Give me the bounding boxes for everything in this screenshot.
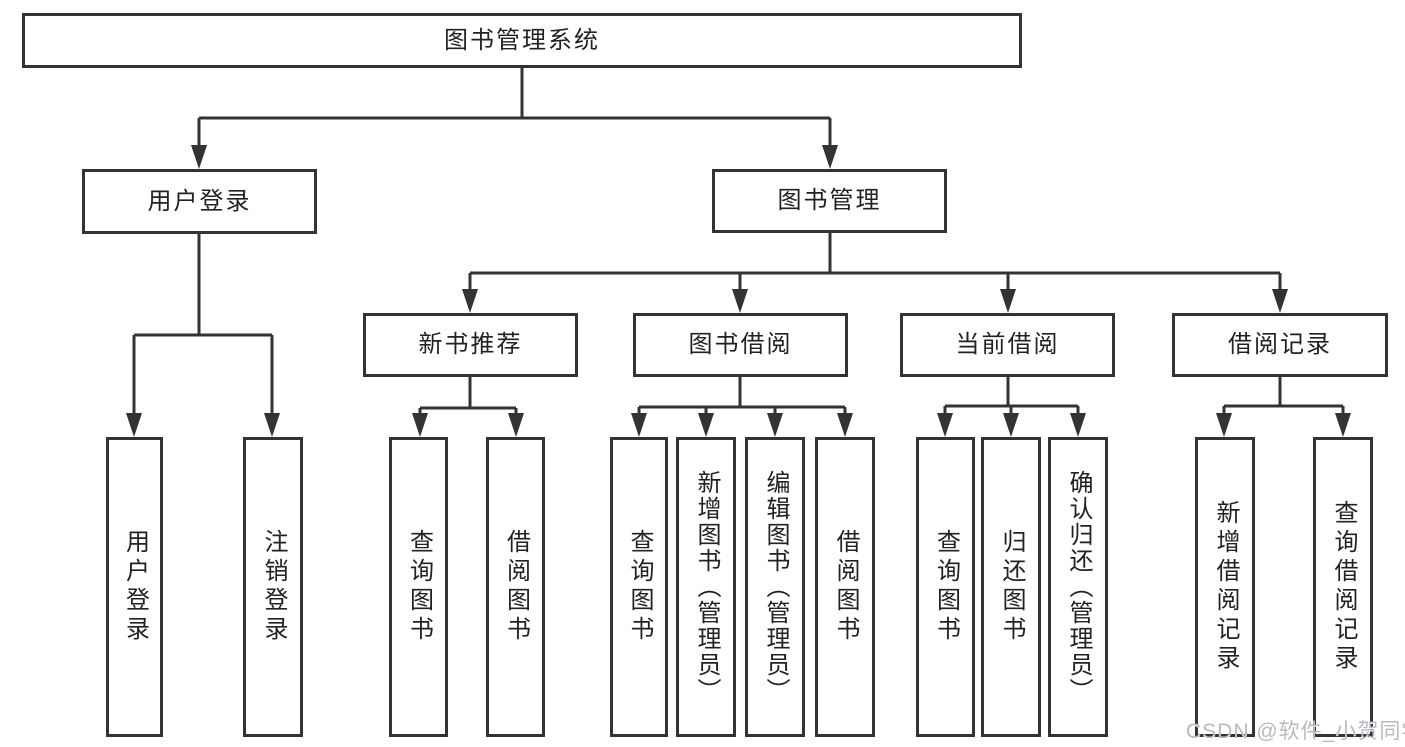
node-book-management-label: 图书管理 xyxy=(777,187,882,214)
node-library-system-label: 图书管理系统 xyxy=(444,26,600,54)
leaf-edit-books-admin: 编辑图书（管理员） xyxy=(745,437,805,737)
node-borrowing-records: 借阅记录 xyxy=(1172,313,1388,377)
leaf-edit-books-admin-label: 编辑图书（管理员） xyxy=(762,470,789,704)
node-book-borrowing: 图书借阅 xyxy=(633,313,848,377)
node-new-book-recommendation: 新书推荐 xyxy=(363,313,578,377)
leaf-logout-label: 注销登录 xyxy=(260,529,287,645)
node-library-system: 图书管理系统 xyxy=(22,13,1022,68)
node-book-management: 图书管理 xyxy=(712,169,947,233)
node-new-book-recommendation-label: 新书推荐 xyxy=(418,331,523,358)
leaf-return-books: 归还图书 xyxy=(981,437,1041,737)
leaf-query-books-borrow-label: 查询图书 xyxy=(626,529,653,645)
tree-edges xyxy=(132,68,1345,418)
leaf-add-books-admin: 新增图书（管理员） xyxy=(676,437,736,737)
node-current-borrowing: 当前借阅 xyxy=(900,313,1115,377)
csdn-watermark: CSDN @软件_小贺同学 xyxy=(1186,720,1405,743)
leaf-borrow-books: 借阅图书 xyxy=(815,437,875,737)
leaf-borrow-books-recommend-label: 借阅图书 xyxy=(502,529,530,645)
node-borrowing-records-label: 借阅记录 xyxy=(1228,331,1332,358)
arrowheads xyxy=(126,145,1351,437)
leaf-query-books-recommend: 查询图书 xyxy=(389,437,448,737)
node-book-borrowing-label: 图书借阅 xyxy=(688,331,793,358)
node-current-borrowing-label: 当前借阅 xyxy=(955,331,1060,358)
leaf-borrow-books-label: 借阅图书 xyxy=(832,529,859,645)
leaf-query-books-borrow: 查询图书 xyxy=(610,437,668,737)
leaf-query-borrow-record: 查询借阅记录 xyxy=(1313,437,1373,737)
node-user-login-label: 用户登录 xyxy=(147,187,252,215)
leaf-borrow-books-recommend: 借阅图书 xyxy=(486,437,545,737)
leaf-logout: 注销登录 xyxy=(243,437,303,737)
leaf-user-login-label: 用户登录 xyxy=(121,529,149,645)
leaf-return-books-label: 归还图书 xyxy=(998,529,1025,645)
leaf-query-books-current: 查询图书 xyxy=(916,437,975,737)
leaf-query-books-recommend-label: 查询图书 xyxy=(405,529,433,645)
leaf-user-login: 用户登录 xyxy=(106,437,163,737)
leaf-query-borrow-record-label: 查询借阅记录 xyxy=(1330,500,1357,674)
leaf-add-borrow-record: 新增借阅记录 xyxy=(1195,437,1255,737)
node-user-login: 用户登录 xyxy=(82,169,317,234)
leaf-query-books-current-label: 查询图书 xyxy=(932,529,960,645)
leaf-confirm-return-admin: 确认归还（管理员） xyxy=(1048,437,1108,737)
leaf-add-books-admin-label: 新增图书（管理员） xyxy=(693,470,720,704)
leaf-add-borrow-record-label: 新增借阅记录 xyxy=(1212,500,1239,674)
leaf-confirm-return-admin-label: 确认归还（管理员） xyxy=(1065,470,1092,704)
